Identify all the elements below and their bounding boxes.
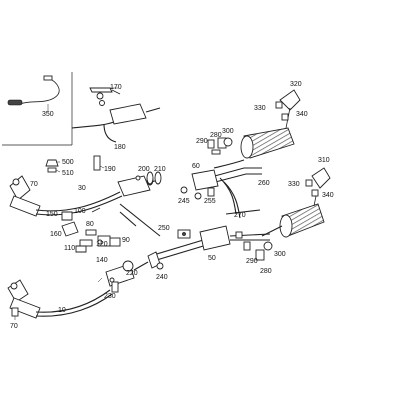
label-290-upper: 290 xyxy=(196,138,208,145)
label-340-upper: 340 xyxy=(296,111,308,118)
label-190: 190 xyxy=(104,166,116,173)
label-350: 350 xyxy=(42,111,54,118)
label-50: 50 xyxy=(208,255,216,262)
rear-muffler-upper xyxy=(213,89,301,169)
label-300-upper: 300 xyxy=(222,128,234,135)
label-280-lower: 280 xyxy=(260,268,272,275)
hanger-240 xyxy=(147,251,164,270)
hanger-cluster xyxy=(61,207,121,253)
label-150: 150 xyxy=(46,211,58,218)
label-70-lower: 70 xyxy=(10,323,18,330)
label-170: 170 xyxy=(110,84,122,91)
label-340-lower: 340 xyxy=(322,192,334,199)
oxygen-sensor-part xyxy=(7,75,60,112)
label-260: 260 xyxy=(258,180,270,187)
label-140: 140 xyxy=(96,257,108,264)
label-245: 245 xyxy=(178,198,190,205)
label-510: 510 xyxy=(62,170,74,177)
center-pipe-60 xyxy=(180,167,262,219)
front-pipe-upper-assembly xyxy=(71,87,161,143)
bolt-500-510 xyxy=(45,159,61,173)
mount-cluster-lower xyxy=(235,231,273,261)
label-280-upper: 280 xyxy=(210,132,222,139)
label-210: 210 xyxy=(154,166,166,173)
intermediate-pipes xyxy=(119,203,271,263)
label-230: 230 xyxy=(104,293,116,300)
mount-cluster-upper xyxy=(207,137,233,155)
label-220: 220 xyxy=(126,270,138,277)
label-240: 240 xyxy=(156,274,168,281)
clamp-250 xyxy=(177,229,191,239)
clamp-220 xyxy=(122,260,134,272)
label-80: 80 xyxy=(86,221,94,228)
label-120: 120 xyxy=(96,241,108,248)
label-10: 10 xyxy=(58,307,66,314)
label-250: 250 xyxy=(158,225,170,232)
bolt-70-lower xyxy=(11,307,19,320)
bolt-230 xyxy=(111,281,119,293)
label-180: 180 xyxy=(114,144,126,151)
label-30: 30 xyxy=(78,185,86,192)
label-500: 500 xyxy=(62,159,74,166)
label-330-lower: 330 xyxy=(288,181,300,188)
label-70-upper: 70 xyxy=(30,181,38,188)
label-255: 255 xyxy=(204,198,216,205)
label-160: 160 xyxy=(50,231,62,238)
label-300-lower: 300 xyxy=(274,251,286,258)
label-330-upper: 330 xyxy=(254,105,266,112)
label-90: 90 xyxy=(122,237,130,244)
label-60: 60 xyxy=(192,163,200,170)
front-pipe-left-30 xyxy=(9,174,161,217)
inset-frame xyxy=(2,72,73,146)
label-100: 100 xyxy=(74,208,86,215)
label-270: 270 xyxy=(234,212,246,219)
label-290-lower: 290 xyxy=(246,258,258,265)
label-110: 110 xyxy=(64,245,75,252)
label-200: 200 xyxy=(138,166,150,173)
rear-muffler-lower xyxy=(261,167,331,238)
bolt-190 xyxy=(93,155,105,171)
clamp-200-210 xyxy=(146,171,162,185)
label-320: 320 xyxy=(290,81,302,88)
label-310: 310 xyxy=(318,157,330,164)
